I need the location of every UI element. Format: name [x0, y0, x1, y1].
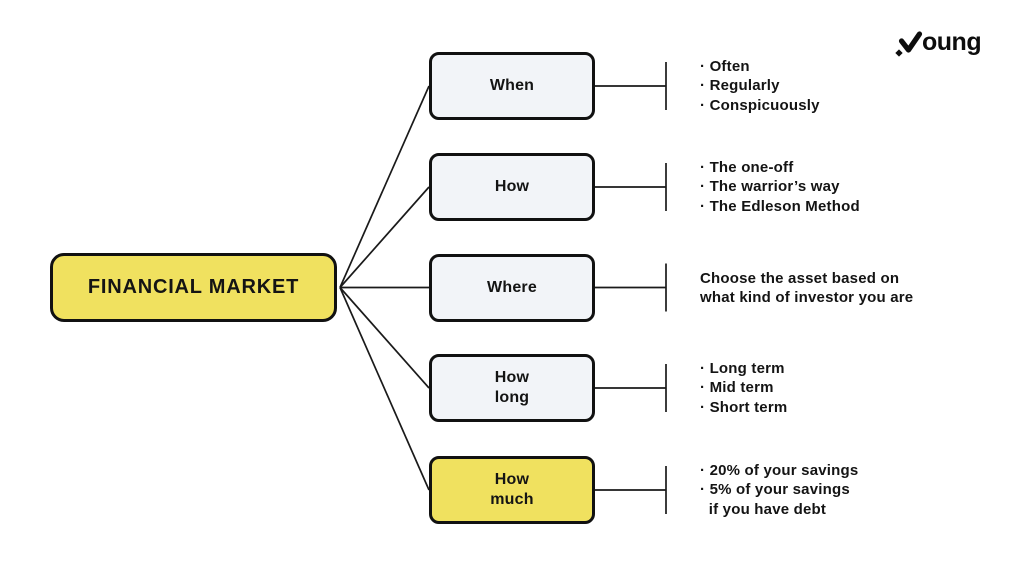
detail-line: · Often	[700, 58, 750, 75]
wire-to-how	[339, 186, 430, 289]
node-how-long: How long	[429, 354, 595, 422]
node-how-much: How much	[429, 456, 595, 524]
node-financial-market: FINANCIAL MARKET	[50, 253, 337, 322]
node-how-long-label: How long	[494, 369, 530, 406]
detail-line: what kind of investor you are	[700, 288, 914, 306]
node-how: How	[429, 153, 595, 221]
detail-line: · 20% of your savings	[700, 462, 859, 479]
detail-line: · The warrior’s way	[700, 178, 840, 196]
young-logo-wordmark: oung	[922, 28, 982, 56]
wire-to-how-much	[339, 287, 430, 491]
detail-line: · Conspicuously	[700, 96, 820, 114]
node-where: Where	[429, 253, 595, 322]
detail-how: · The one-off · The warrior’s way · The …	[700, 158, 860, 216]
detail-how-much: · 20% of your savings · 5% of your savin…	[700, 461, 858, 519]
node-when-label: When	[489, 77, 535, 94]
node-when: When	[429, 52, 595, 120]
detail-line: · 5% of your savings	[700, 481, 850, 499]
wire-to-how-long	[339, 286, 430, 389]
young-logo: oung	[894, 28, 982, 60]
detail-how-long: · Long term · Mid term · Short term	[700, 359, 787, 417]
detail-where: Choose the asset based on what kind of i…	[700, 269, 913, 308]
detail-line: Choose the asset based on	[700, 269, 900, 287]
young-logo-check-diamond-icon	[895, 31, 923, 57]
node-where-label: Where	[487, 278, 537, 296]
node-how-label: How	[494, 178, 530, 195]
detail-line: · Short term	[700, 398, 788, 416]
detail-line: · Long term	[700, 360, 785, 377]
detail-line: · The one-off	[700, 159, 794, 176]
detail-line: · The Edleson Method	[700, 197, 860, 215]
detail-line: · Mid term	[700, 379, 774, 397]
detail-when: · Often · Regularly · Conspicuously	[700, 57, 820, 115]
detail-line: · Regularly	[700, 77, 780, 95]
detail-line: if you have debt	[700, 500, 827, 518]
wire-to-when	[339, 85, 430, 288]
node-how-much-label: How much	[490, 471, 534, 508]
node-financial-market-label: FINANCIAL MARKET	[87, 276, 300, 298]
